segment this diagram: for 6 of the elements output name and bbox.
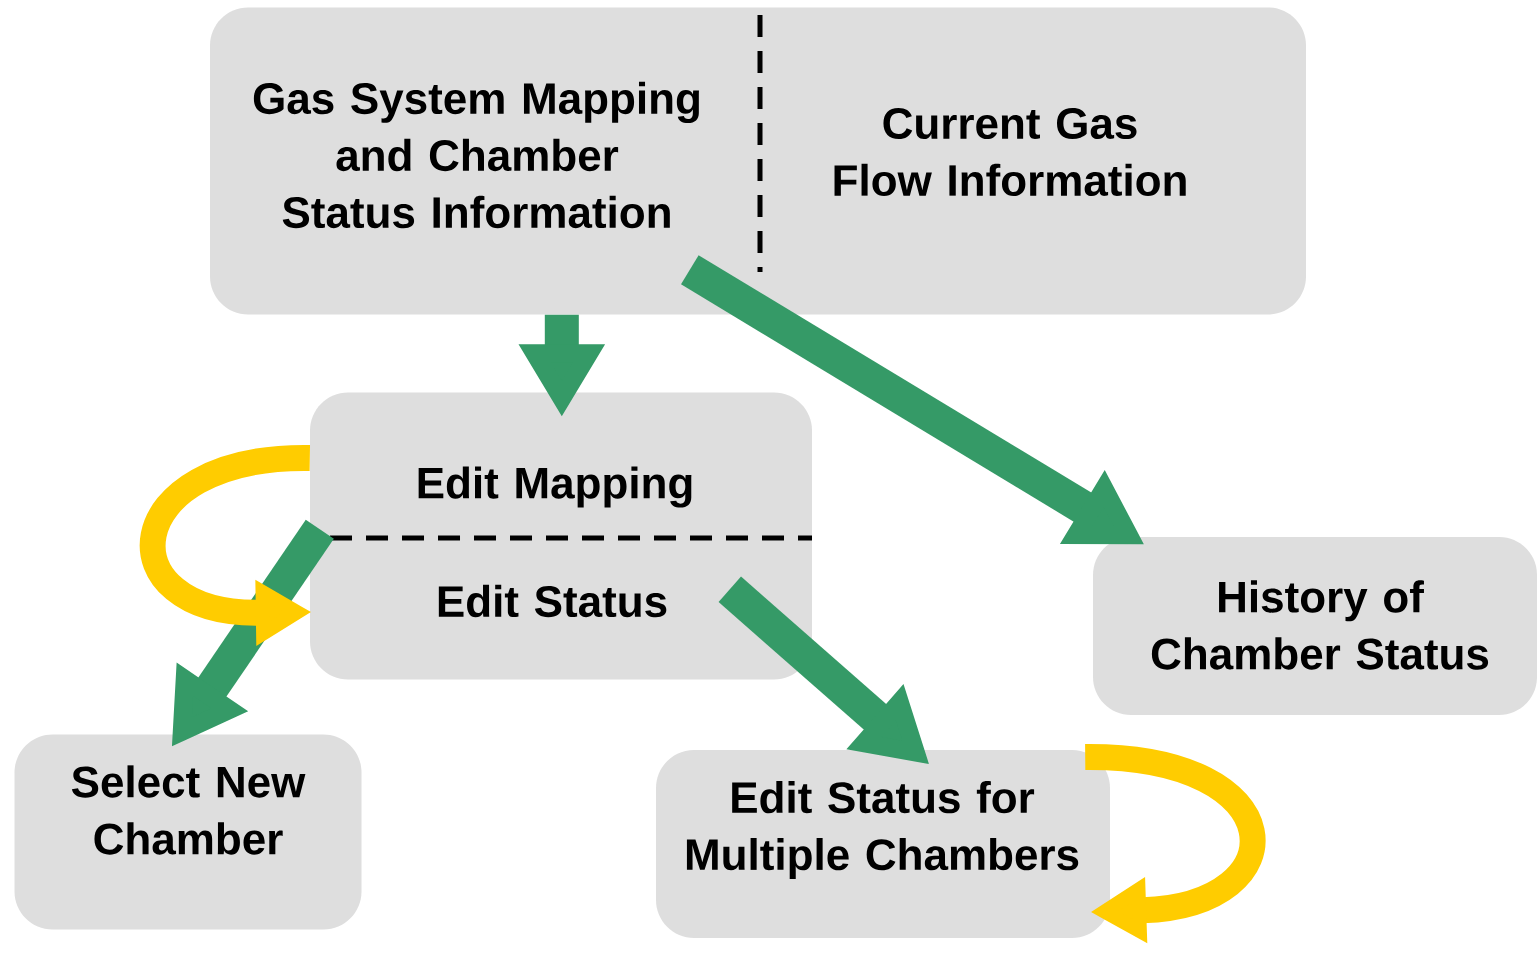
process-box: Edit Mapping Edit Status xyxy=(310,392,812,680)
process-box: Edit Status for Multiple Chambers xyxy=(656,750,1110,938)
arrow xyxy=(1084,744,1265,944)
process-box: History of Chamber Status xyxy=(1093,537,1537,715)
process-box: Gas System Mapping and Chamber Status Information Current Gas Flow Information xyxy=(210,7,1306,315)
process-box: Select New Chamber xyxy=(14,734,362,930)
